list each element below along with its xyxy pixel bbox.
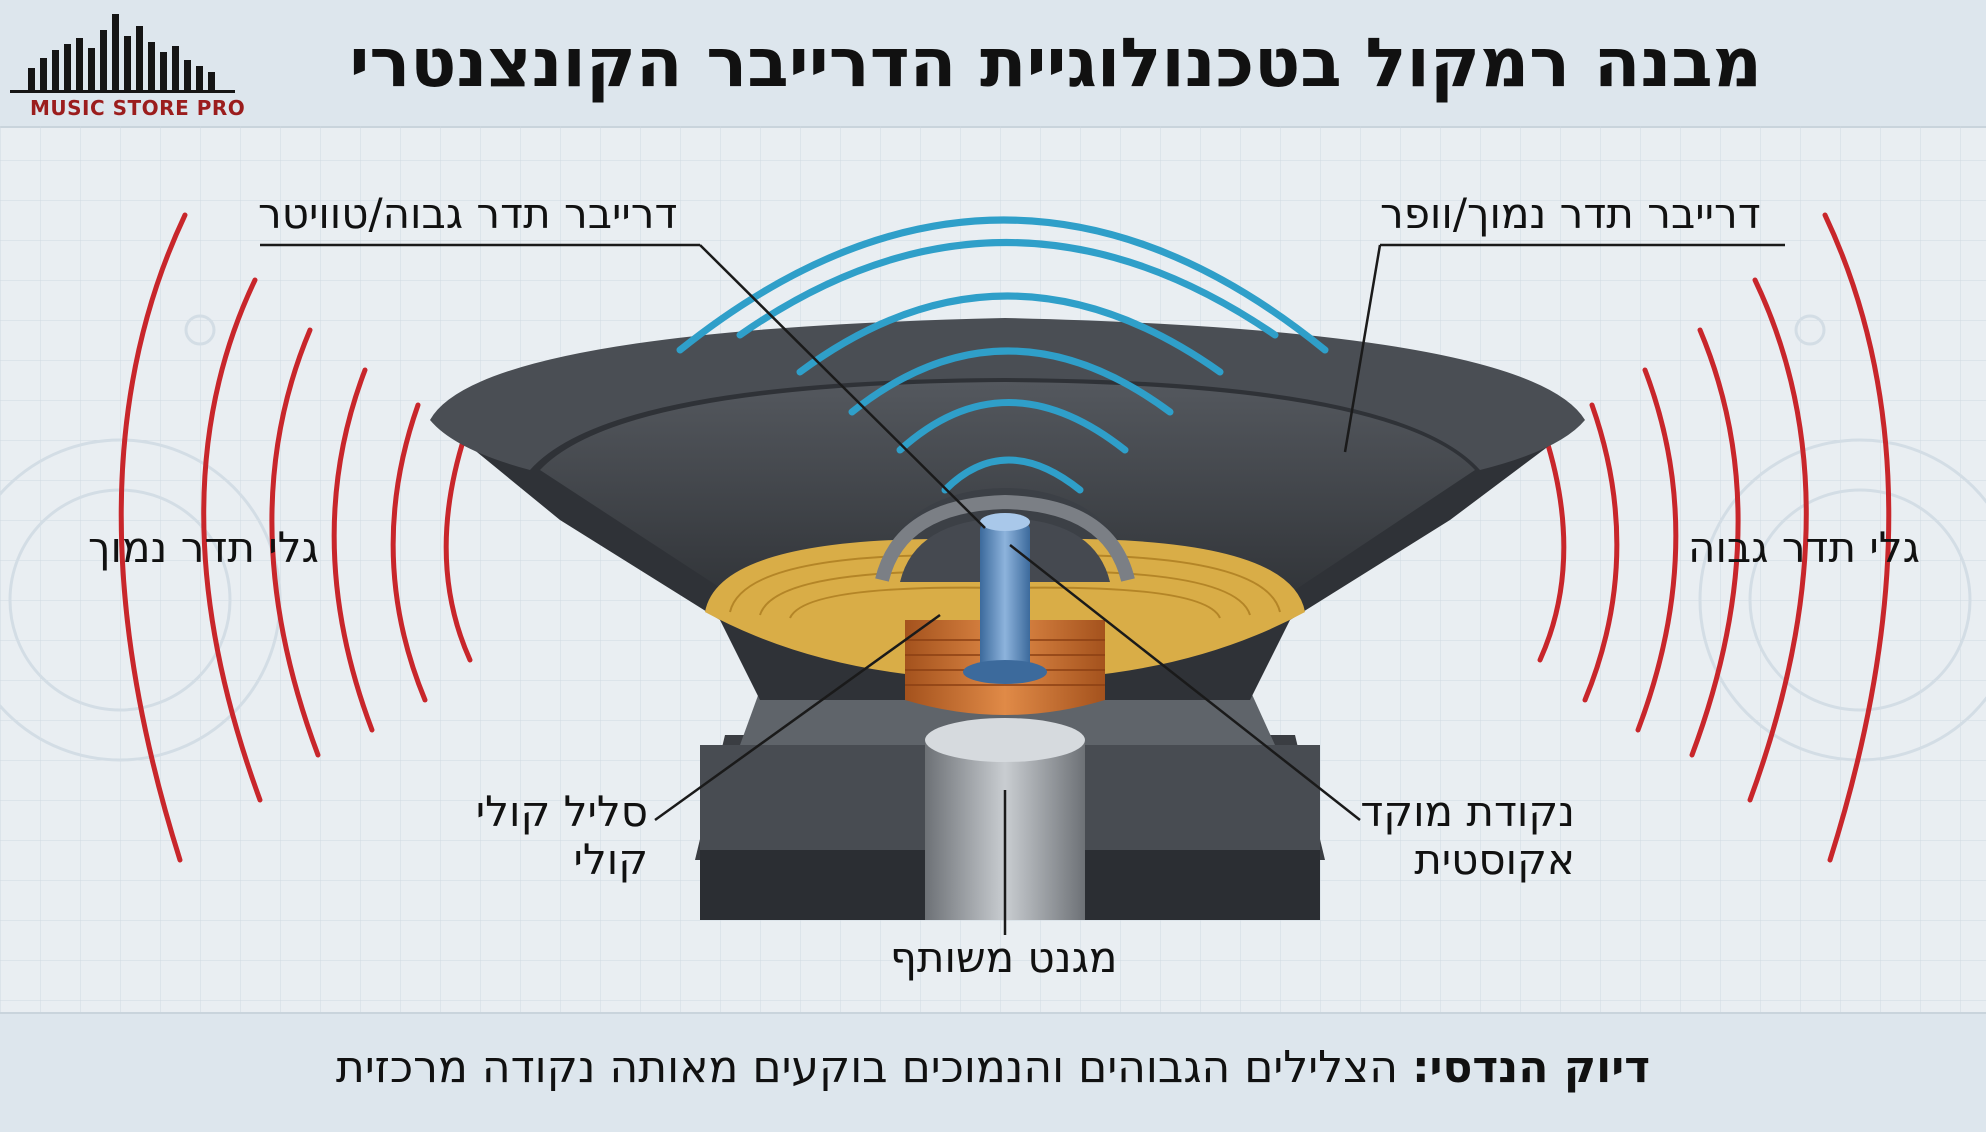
tweeter-label: דרייבר תדר גבוה/טוויטר: [258, 189, 678, 238]
footer-note: דיוק הנדסי: הצלילים הגבוהים והנמוכים בוק…: [0, 1042, 1986, 1093]
shared-magnet-label: מגנט משותף: [890, 933, 1118, 982]
logo-text: MUSIC STORE PRO: [30, 96, 246, 120]
focus-point-leader-line: [1009, 544, 1361, 821]
footer-note-text: הצלילים הגבוהים והנמוכים בוקעים מאותה נק…: [335, 1042, 1398, 1093]
logo: MUSIC STORE PRO: [10, 8, 245, 120]
page-title: מבנה רמקול בטכנולוגיית הדרייבר הקונצנטרי: [349, 24, 1762, 103]
voice-coil-label: סליל קולי קולי: [458, 788, 648, 884]
speaker-diagram: דרייבר תדר גבוה/טוויטר דרייבר תדר נמוך/ו…: [0, 126, 1986, 1012]
header-bar: MUSIC STORE PRO מבנה רמקול בטכנולוגיית ה…: [0, 0, 1986, 128]
woofer-leader-line: [1343, 244, 1382, 453]
low-waves-label: גלי תדר נמוך: [88, 523, 319, 572]
voice-coil-label-line2: קולי: [573, 835, 648, 884]
speaker-assembly: [430, 318, 1585, 920]
voice-coil-leader-line: [654, 613, 941, 822]
low-frequency-waves-right: [1537, 212, 1892, 863]
low-frequency-waves-left: [118, 212, 473, 863]
focus-point-label-line2: אקוסטית: [1414, 835, 1575, 884]
leader-lines: [260, 243, 1785, 935]
focus-point-label-line1: נקודת מוקד: [1360, 787, 1575, 836]
speaker-illustration: [0, 126, 1986, 1012]
tweeter-leader-line: [699, 244, 986, 529]
woofer-label: דרייבר תדר נמוך/וופר: [1380, 189, 1761, 238]
voice-coil-label-line1: סליל קולי: [475, 787, 648, 836]
footer-bar: דיוק הנדסי: הצלילים הגבוהים והנמוכים בוק…: [0, 1012, 1986, 1132]
high-frequency-waves: [676, 216, 1329, 494]
footer-note-bold: דיוק הנדסי:: [1411, 1042, 1651, 1093]
high-waves-label: גלי תדר גבוה: [1688, 523, 1920, 572]
focus-point-label: נקודת מוקד אקוסטית: [1360, 787, 1575, 884]
logo-equalizer-icon: [10, 14, 235, 93]
